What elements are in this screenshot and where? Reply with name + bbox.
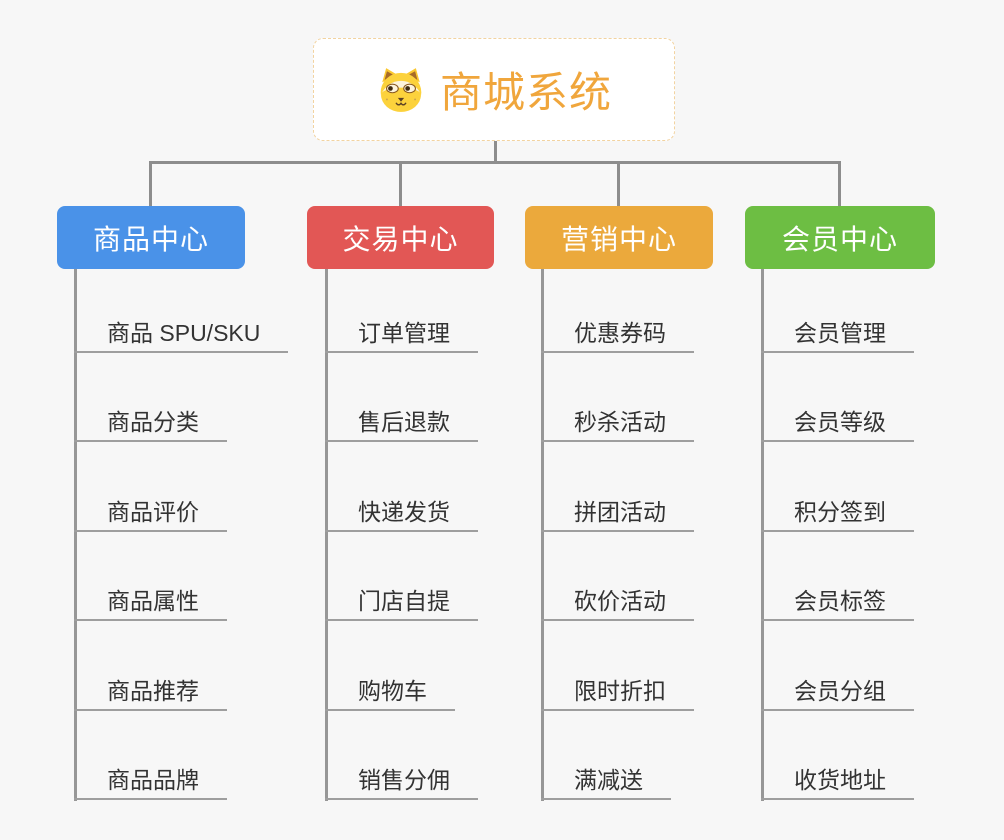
leaf-node[interactable]: 商品属性 (74, 586, 227, 621)
branch-trade[interactable]: 交易中心 (307, 206, 494, 269)
connector-bus (149, 161, 840, 164)
branch-members-label: 会员中心 (781, 223, 898, 255)
leaf-node[interactable]: 拼团活动 (541, 497, 694, 532)
connector-children-marketing (541, 269, 544, 801)
root-node[interactable]: 商城系统 (313, 38, 675, 141)
leaf-node[interactable]: 门店自提 (325, 586, 478, 621)
leaf-node[interactable]: 会员等级 (761, 407, 914, 442)
branch-marketing-label: 营销中心 (560, 223, 677, 255)
leaf-node[interactable]: 收货地址 (761, 765, 914, 800)
leaf-node[interactable]: 优惠券码 (541, 318, 694, 353)
shiba-dog-icon (380, 67, 422, 112)
leaf-node[interactable]: 商品品牌 (74, 765, 227, 800)
leaf-node[interactable]: 商品分类 (74, 407, 227, 442)
leaf-node[interactable]: 秒杀活动 (541, 407, 694, 442)
branch-products[interactable]: 商品中心 (57, 206, 245, 269)
leaf-node[interactable]: 商品 SPU/SKU (74, 318, 289, 353)
leaf-node[interactable]: 会员分组 (761, 676, 914, 711)
connector-drop-members (838, 161, 841, 207)
leaf-node[interactable]: 订单管理 (325, 318, 478, 353)
leaf-node[interactable]: 销售分佣 (325, 765, 478, 800)
leaf-node[interactable]: 会员标签 (761, 586, 914, 621)
connector-drop-trade (399, 161, 402, 207)
connector-root-drop (494, 141, 497, 163)
leaf-node[interactable]: 快递发货 (325, 497, 478, 532)
leaf-node[interactable]: 商品推荐 (74, 676, 227, 711)
leaf-node[interactable]: 会员管理 (761, 318, 914, 353)
root-title: 商城系统 (439, 69, 612, 116)
connector-children-trade (325, 269, 328, 801)
leaf-node[interactable]: 售后退款 (325, 407, 478, 442)
branch-products-label: 商品中心 (92, 223, 209, 255)
leaf-node[interactable]: 限时折扣 (541, 676, 694, 711)
leaf-node[interactable]: 满减送 (541, 765, 671, 800)
leaf-node[interactable]: 购物车 (325, 676, 455, 711)
connector-drop-marketing (617, 161, 620, 207)
branch-members[interactable]: 会员中心 (745, 206, 935, 269)
connector-drop-products (149, 161, 152, 207)
connector-children-members (761, 269, 764, 801)
leaf-node[interactable]: 砍价活动 (541, 586, 694, 621)
branch-marketing[interactable]: 营销中心 (525, 206, 713, 269)
leaf-node[interactable]: 商品评价 (74, 497, 227, 532)
connector-children-products (74, 269, 77, 801)
leaf-node[interactable]: 积分签到 (761, 497, 914, 532)
branch-trade-label: 交易中心 (342, 223, 459, 255)
